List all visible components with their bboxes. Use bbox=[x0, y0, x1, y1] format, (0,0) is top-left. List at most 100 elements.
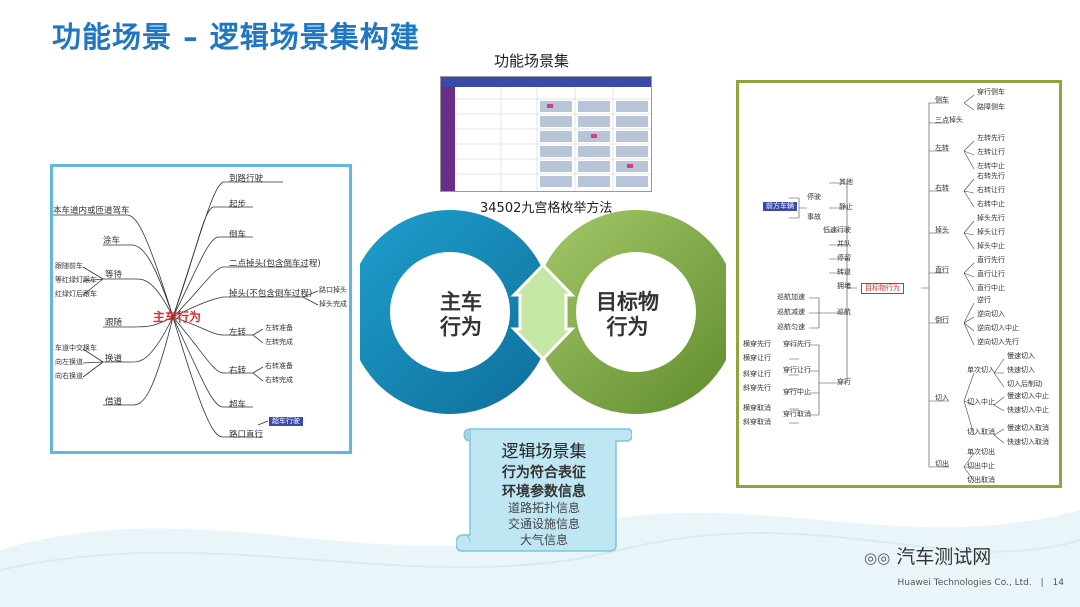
ego-sub: 右转完成 bbox=[265, 376, 293, 384]
ego-branch: 左转 bbox=[229, 328, 247, 338]
ego-sub: 向右换道 bbox=[55, 372, 83, 380]
target-sub: 慢速切入 bbox=[1007, 352, 1035, 360]
target-branch: 穿行 bbox=[837, 378, 851, 386]
ego-center-node: 主车行为 bbox=[153, 310, 202, 324]
ego-branch: 借道 bbox=[105, 397, 123, 407]
ego-sub: 红绿灯后跟车 bbox=[55, 290, 97, 298]
target-sub: 巡航加速 bbox=[777, 293, 805, 301]
target-sub: 穿行让行 bbox=[783, 366, 811, 374]
target-sub: 右转让行 bbox=[977, 186, 1005, 194]
target-branch: 巡航 bbox=[837, 308, 851, 316]
target-sub: 巡航匀速 bbox=[777, 323, 805, 331]
target-sub: 穿行先行 bbox=[783, 340, 811, 348]
target-group-node: 前方车辆 bbox=[763, 202, 797, 211]
ego-branch: 掉头(不包含倒车过程) bbox=[229, 289, 313, 299]
target-sub: 切出取消 bbox=[967, 476, 995, 484]
target-sub: 直行先行 bbox=[977, 256, 1005, 264]
target-sub: 停驶 bbox=[807, 193, 821, 201]
ego-sub-highlight: 超车行驶 bbox=[269, 417, 303, 426]
target-branch: 转道 bbox=[837, 268, 851, 276]
target-sub: 快速切入中止 bbox=[1007, 406, 1049, 414]
target-sub: 左转让行 bbox=[977, 148, 1005, 156]
footer-separator: | bbox=[1040, 578, 1044, 588]
target-sub: 快速切入 bbox=[1007, 366, 1035, 374]
target-branch: 并队 bbox=[837, 240, 851, 248]
watermark-text: 汽车测试网 bbox=[896, 546, 992, 568]
target-sub: 巡航减速 bbox=[777, 308, 805, 316]
target-sub: 切入后制动 bbox=[1007, 380, 1042, 388]
target-sub: 直行中止 bbox=[977, 284, 1005, 292]
target-sub: 横穿取消 bbox=[743, 404, 771, 412]
ego-branch: 换道 bbox=[105, 354, 123, 364]
footer: Huawei Technologies Co., Ltd. | 14 bbox=[897, 578, 1064, 588]
ego-sub: 等红绿灯跟车 bbox=[55, 276, 97, 284]
target-sub: 穿行取消 bbox=[783, 410, 811, 418]
target-sub: 掉头中止 bbox=[977, 242, 1005, 250]
target-branch: 右转 bbox=[935, 184, 949, 192]
exchange-arrows-icon bbox=[510, 262, 576, 362]
target-sub: 事故 bbox=[807, 213, 821, 221]
target-sub: 右转先行 bbox=[977, 172, 1005, 180]
target-sub: 切入中止 bbox=[967, 398, 995, 406]
target-mindmap-lines bbox=[789, 94, 1005, 482]
ego-branch: 倒车 bbox=[229, 230, 247, 240]
ego-branch: 本车道内或匝道驾车 bbox=[53, 206, 130, 216]
ego-sub: 左转准备 bbox=[265, 324, 293, 332]
ego-branch: 右转 bbox=[229, 366, 247, 376]
ego-sub: 左转完成 bbox=[265, 338, 293, 346]
target-sub: 切出中止 bbox=[967, 462, 995, 470]
wechat-icon: ◎◎ bbox=[864, 549, 891, 567]
scroll-line: 大气信息 bbox=[519, 533, 568, 547]
target-sub: 逆向切入先行 bbox=[977, 338, 1019, 346]
ego-mindmap-lines bbox=[53, 181, 319, 438]
target-branch: 倒行 bbox=[935, 316, 949, 324]
target-sub: 慢速切入中止 bbox=[1007, 392, 1049, 400]
target-sub: 单次切入 bbox=[967, 366, 995, 374]
target-sub: 单次切出 bbox=[967, 448, 995, 456]
scroll-line: 环境参数信息 bbox=[502, 484, 586, 500]
scroll-line: 交通设施信息 bbox=[507, 517, 580, 531]
ego-branch: 超车 bbox=[229, 400, 247, 410]
ego-branch: 等待 bbox=[105, 270, 123, 280]
target-sub: 快速切入取消 bbox=[1007, 438, 1049, 446]
target-sub: 逆向切入中止 bbox=[977, 324, 1019, 332]
target-branch: 切入 bbox=[935, 394, 949, 402]
ego-loop bbox=[360, 210, 552, 414]
ego-branch: 到路行驶 bbox=[229, 174, 264, 184]
target-branch: 拥堵 bbox=[837, 282, 851, 290]
scroll-title: 逻辑场景集 bbox=[501, 442, 587, 462]
scene-grid bbox=[441, 77, 651, 191]
target-sub: 斜穿先行 bbox=[743, 384, 771, 392]
target-sub: 逆行 bbox=[977, 296, 991, 304]
ego-sub: 掉头完成 bbox=[319, 300, 347, 308]
ego-branch: 跟随 bbox=[105, 318, 123, 328]
ego-sub: 车道中交换车 bbox=[55, 344, 97, 352]
target-sub: 掉头先行 bbox=[977, 214, 1005, 222]
target-sub: 路障侧车 bbox=[977, 103, 1005, 111]
target-branch: 停留 bbox=[837, 254, 851, 262]
target-branch: 直行 bbox=[935, 266, 949, 274]
watermark: ◎◎ 汽车测试网 bbox=[864, 542, 991, 569]
slide-title: 功能场景 – 逻辑场景集构建 bbox=[52, 20, 420, 54]
target-sub: 慢速切入取消 bbox=[1007, 424, 1049, 432]
target-sub: 斜穿让行 bbox=[743, 370, 771, 378]
ego-branch: 二点掉头(包含倒车过程) bbox=[229, 259, 321, 269]
target-branch: 掉头 bbox=[935, 226, 949, 234]
target-branch: 低速行驶 bbox=[823, 226, 851, 234]
target-center-node: 目标物行为 bbox=[861, 283, 904, 294]
ego-sub: 路口掉头 bbox=[319, 286, 347, 294]
ego-sub: 向左换道 bbox=[55, 358, 83, 366]
ego-sub: 跟随前车 bbox=[55, 262, 83, 270]
target-branch: 切出 bbox=[935, 460, 949, 468]
target-sub: 逆向切入 bbox=[977, 310, 1005, 318]
target-sub: 横穿让行 bbox=[743, 354, 771, 362]
target-behavior-mindmap: 目标物行为 前方车辆 侧车 三点掉头 左转 右转 掉头 直行 倒行 切入 切出 … bbox=[736, 80, 1062, 488]
target-sub: 切入取消 bbox=[967, 428, 995, 436]
target-sub: 左转先行 bbox=[977, 134, 1005, 142]
target-branch: 左转 bbox=[935, 144, 949, 152]
target-branch: 其他 bbox=[839, 178, 853, 186]
ego-branch: 路口直行 bbox=[229, 430, 264, 440]
method-label: 34502九宫格枚举方法 bbox=[480, 201, 613, 216]
target-sub: 直行让行 bbox=[977, 270, 1005, 278]
scroll-line: 道路拓扑信息 bbox=[507, 501, 580, 515]
